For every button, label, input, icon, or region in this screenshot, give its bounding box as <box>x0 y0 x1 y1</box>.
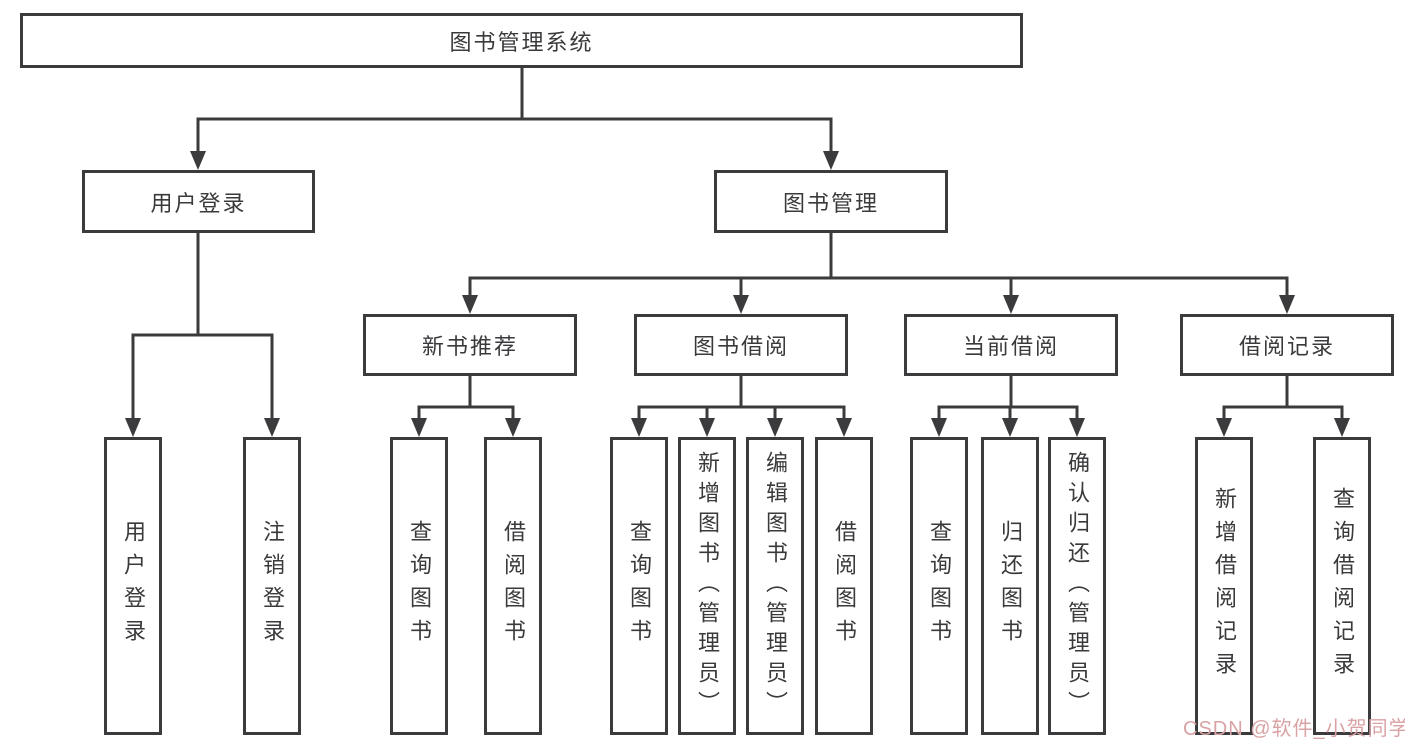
leaf-records-add-record: 新增借阅记录 <box>1195 437 1253 735</box>
leaf-current-query-books-label: 查询图书 <box>927 520 952 652</box>
leaf-borrowing-edit-books-admin: 编辑图书（管理员） <box>746 437 804 735</box>
connector-book-borrowing-subtree <box>631 376 852 437</box>
leaf-logout-login-label: 注销登录 <box>260 520 285 652</box>
connector-current-borrowing-subtree <box>931 376 1085 437</box>
node-book-borrowing-label: 图书借阅 <box>692 334 789 359</box>
leaf-user-login: 用户登录 <box>104 437 162 735</box>
leaf-current-confirm-return-admin-label: 确认归还（管理员） <box>1065 451 1090 721</box>
leaf-logout-login: 注销登录 <box>243 437 301 735</box>
leaf-borrowing-query-books-label: 查询图书 <box>627 520 652 652</box>
node-book-borrowing: 图书借阅 <box>634 314 848 376</box>
node-borrowing-records: 借阅记录 <box>1180 314 1394 376</box>
connector-new-books-subtree <box>411 376 521 437</box>
node-user-login-label: 用户登录 <box>150 190 247 216</box>
node-book-management-label: 图书管理 <box>782 190 879 216</box>
node-user-login: 用户登录 <box>82 170 315 233</box>
leaf-borrowing-borrow-books-label: 借阅图书 <box>832 520 857 652</box>
leaf-current-return-books-label: 归还图书 <box>998 520 1023 652</box>
leaf-borrowing-query-books: 查询图书 <box>610 437 668 735</box>
leaf-records-query-record-label: 查询借阅记录 <box>1330 487 1355 685</box>
leaf-current-query-books: 查询图书 <box>910 437 968 735</box>
leaf-records-query-record: 查询借阅记录 <box>1313 437 1371 735</box>
node-current-borrowing: 当前借阅 <box>904 314 1118 376</box>
leaf-newbooks-query-books: 查询图书 <box>390 437 448 735</box>
leaf-borrowing-add-books-admin: 新增图书（管理员） <box>678 437 736 735</box>
connector-root-branch <box>190 68 839 170</box>
node-borrowing-records-label: 借阅记录 <box>1238 334 1335 359</box>
node-root-system: 图书管理系统 <box>20 13 1023 68</box>
node-book-management: 图书管理 <box>714 170 948 233</box>
node-new-books-label: 新书推荐 <box>421 334 518 359</box>
leaf-borrowing-add-books-admin-label: 新增图书（管理员） <box>695 451 720 721</box>
leaf-newbooks-borrow-books: 借阅图书 <box>484 437 542 735</box>
csdn-watermark: CSDN @软件_小贺同学 <box>1183 718 1405 740</box>
connector-book-management-branch <box>462 233 1295 314</box>
leaf-records-add-record-label: 新增借阅记录 <box>1212 487 1237 685</box>
leaf-current-confirm-return-admin: 确认归还（管理员） <box>1048 437 1106 735</box>
leaf-borrowing-borrow-books: 借阅图书 <box>815 437 873 735</box>
connector-borrowing-records-subtree <box>1216 376 1350 437</box>
node-root-system-label: 图书管理系统 <box>449 29 594 55</box>
leaf-borrowing-edit-books-admin-label: 编辑图书（管理员） <box>763 451 788 721</box>
leaf-newbooks-borrow-books-label: 借阅图书 <box>501 520 526 652</box>
connector-user-login-subtree <box>125 233 280 437</box>
leaf-newbooks-query-books-label: 查询图书 <box>407 520 432 652</box>
leaf-user-login-label: 用户登录 <box>121 520 146 652</box>
node-current-borrowing-label: 当前借阅 <box>962 334 1059 359</box>
leaf-current-return-books: 归还图书 <box>981 437 1039 735</box>
node-new-books: 新书推荐 <box>363 314 577 376</box>
